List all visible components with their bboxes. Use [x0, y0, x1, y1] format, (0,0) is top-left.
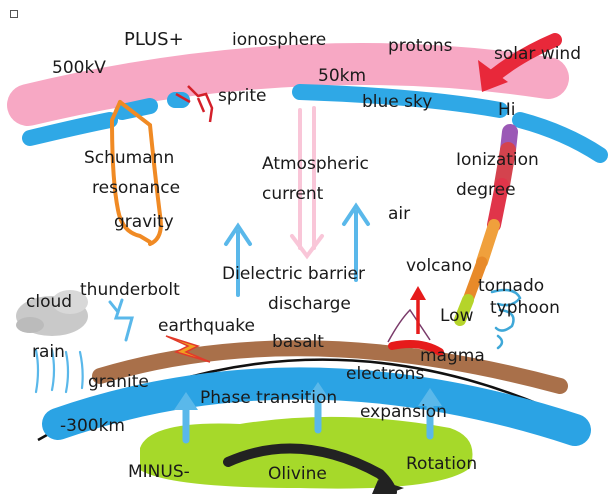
- label-volcano: volcano: [406, 256, 472, 276]
- label-electrons: electrons: [346, 364, 424, 384]
- label-schumann: Schumann: [84, 148, 174, 168]
- label-atmospheric: Atmospheric: [262, 154, 369, 174]
- label-500kv: 500kV: [52, 58, 106, 78]
- label-gravity: gravity: [114, 212, 174, 232]
- label-olivine: Olivine: [268, 464, 327, 484]
- label-discharge: discharge: [268, 294, 351, 314]
- label-hi: Hi: [498, 100, 516, 120]
- label-earthquake: earthquake: [158, 316, 255, 336]
- label-typhoon: typhoon: [490, 298, 560, 318]
- volcano-icon: [388, 286, 440, 352]
- label-minus: MINUS-: [128, 462, 190, 482]
- label-50km: 50km: [318, 66, 366, 86]
- label-low: Low: [440, 306, 473, 326]
- label-rotation: Rotation: [406, 454, 477, 474]
- label-tornado: tornado: [478, 276, 544, 296]
- label-dielectric: Dielectric barrier: [222, 264, 365, 284]
- dielectric-barrier-arrow: [226, 226, 250, 295]
- thunderbolt-icon: [110, 300, 132, 340]
- label-ionization: Ionization: [456, 150, 539, 170]
- label-basalt: basalt: [272, 332, 324, 352]
- label-air: air: [388, 204, 410, 224]
- label-granite: granite: [88, 372, 149, 392]
- label-sprite: sprite: [218, 86, 267, 106]
- label-ionosphere: ionosphere: [232, 30, 326, 50]
- label-plus: PLUS+: [124, 30, 184, 50]
- label-phase-transition: Phase transition: [200, 388, 337, 408]
- label-solar-wind: solar wind: [494, 44, 581, 64]
- label-magma: magma: [420, 346, 485, 366]
- label-thunderbolt: thunderbolt: [80, 280, 180, 300]
- label-current: current: [262, 184, 323, 204]
- label-300km: -300km: [60, 416, 125, 436]
- label-resonance: resonance: [92, 178, 180, 198]
- label-degree: degree: [456, 180, 516, 200]
- label-expansion: expansion: [360, 402, 447, 422]
- label-rain: rain: [32, 342, 65, 362]
- label-blue-sky: blue sky: [362, 92, 432, 112]
- atmospheric-current-arrows: [292, 108, 322, 256]
- label-protons: protons: [388, 36, 453, 56]
- label-cloud: cloud: [26, 292, 72, 312]
